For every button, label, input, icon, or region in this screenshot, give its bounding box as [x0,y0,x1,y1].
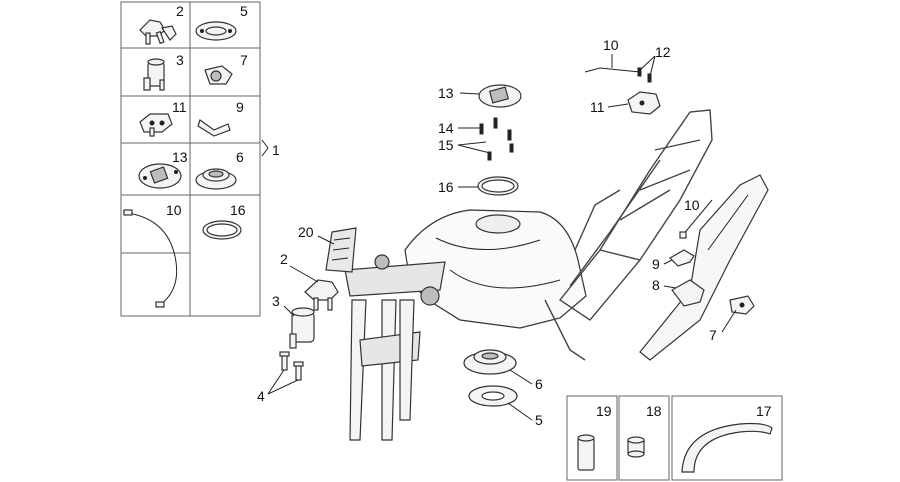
box-17: 17 [671,395,783,481]
filler-flange [463,349,517,375]
kit-lock-drawing [139,113,173,137]
ignition-keys [304,279,339,311]
callout-2-key: 2 [280,251,288,267]
kit-bracket [261,139,269,157]
tank-gasket [477,176,519,196]
callout-10-rod: 10 [684,197,700,213]
callout-16-gasket: 16 [438,179,454,195]
seat-lock [627,91,661,115]
filler-ring [468,385,518,407]
filler-neck [475,214,521,234]
box-18-label: 18 [646,403,662,419]
release-rod [679,199,713,239]
kit-switch-drawing [143,58,165,91]
box-19: 19 [566,395,618,481]
callout-9-clip: 9 [652,256,660,272]
side-cover [639,174,769,361]
callout-3-switch: 3 [272,293,280,309]
cable-top [584,67,641,73]
box-18: 18 [618,395,670,481]
callout-10-cable: 10 [603,37,619,53]
fuel-tank [404,209,587,329]
kit-label-6: 6 [236,149,244,165]
kit-label-10: 10 [166,202,182,218]
kit-box: 1 2 5 3 7 11 9 13 6 10 16 [120,1,280,317]
front-fork [344,254,446,441]
kit-label-2: 2 [176,3,184,19]
kit-gasket-drawing [202,220,242,240]
kit-bracket-label: 1 [272,142,280,158]
callout-12-screws: 12 [655,44,671,60]
callout-15-screws: 15 [438,137,454,153]
kit-label-13: 13 [172,149,188,165]
callout-11-lock: 11 [590,99,605,115]
kit-lock-cylinder-drawing [204,65,233,85]
callout-13-cap: 13 [438,85,454,101]
callout-6-flange: 6 [535,376,543,392]
kit-cap-drawing [138,163,182,189]
callout-7-latch: 7 [709,327,717,343]
kit-label-9: 9 [236,99,244,115]
ignition-switch [289,307,315,349]
kit-label-3: 3 [176,52,184,68]
callout-4-bolts: 4 [257,388,265,404]
callout-20-label: 20 [298,224,314,240]
kit-label-5: 5 [240,3,248,19]
kit-ring-drawing [195,21,237,41]
callout-14-bolts: 14 [438,120,454,136]
latch-bracket [671,279,705,307]
fuel-cap [478,84,522,108]
warning-label [325,227,357,273]
kit-keys-drawing [139,19,177,45]
switch-bolts [279,351,304,381]
seat-latch [729,295,755,315]
box-19-label: 19 [596,403,612,419]
kit-flange-drawing [195,168,237,190]
kit-label-11: 11 [172,99,187,115]
kit-label-16: 16 [230,202,246,218]
callout-8-bracket: 8 [652,277,660,293]
kit-label-7: 7 [240,52,248,68]
frame-drawing [344,109,769,441]
box-17-label: 17 [756,403,772,419]
kit-clip-drawing [197,119,231,137]
callout-5-ring: 5 [535,412,543,428]
kit-cable-drawing [123,209,178,308]
rod-clip [669,249,695,267]
